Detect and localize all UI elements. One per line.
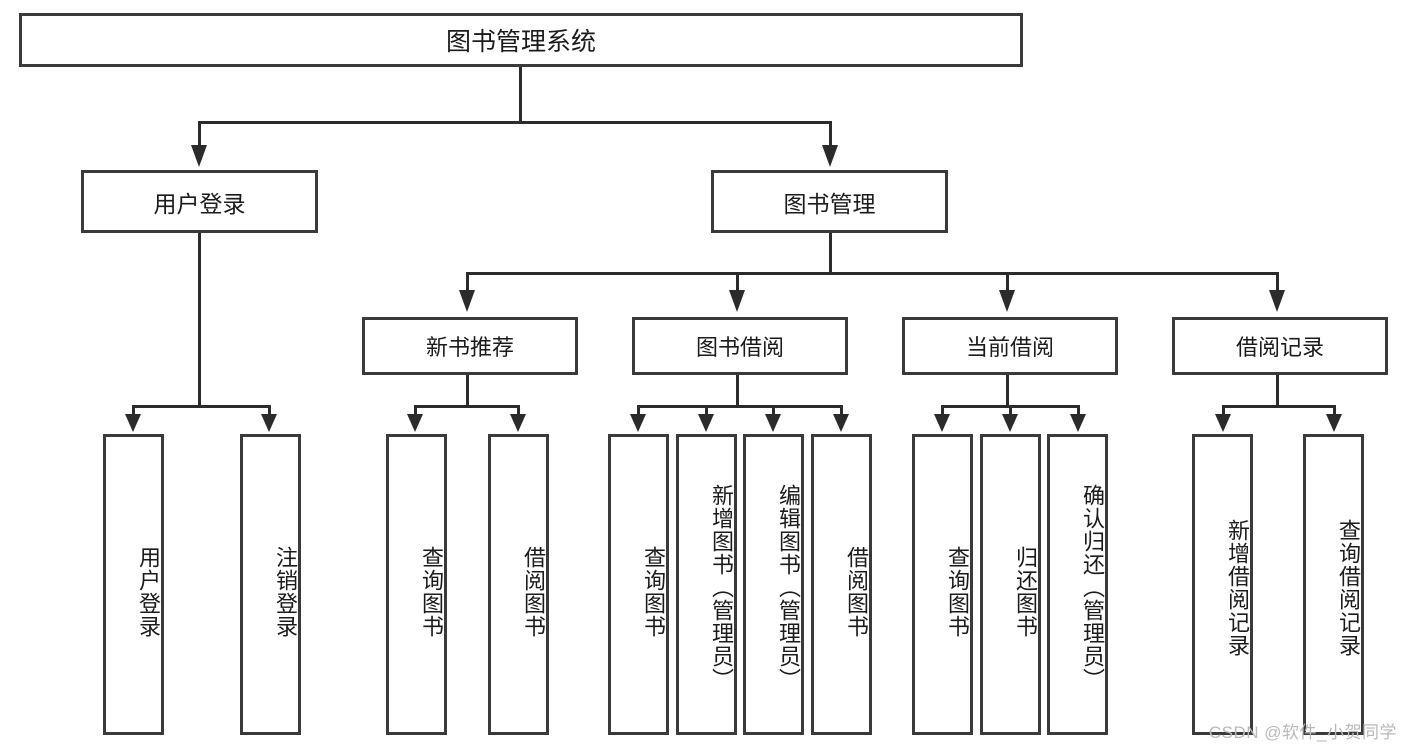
arrow-cb-leaf-2-icon [1002, 414, 1018, 432]
connector-book-manage-stem [829, 233, 832, 272]
connector-to-book-borrow [736, 272, 739, 292]
connector-cb-drop-3 [1077, 405, 1080, 416]
node-root-label: 图书管理系统 [445, 28, 596, 56]
watermark: CSDN @软件_小贺同学 [1208, 723, 1397, 742]
node-root[interactable]: 图书管理系统 [19, 13, 1023, 67]
connector-borrow-record-bus [1222, 405, 1336, 408]
arrow-to-book-borrow-icon [729, 290, 745, 312]
connector-nbr-drop-2 [517, 405, 520, 416]
arrow-user-login-leaf-1-icon [125, 414, 141, 432]
leaf-user-logout[interactable]: 注销登录 [240, 434, 301, 735]
leaf-query-book-3-label: 查询图书 [945, 545, 970, 638]
arrow-to-current-borrow-icon [999, 290, 1015, 312]
connector-nbr-drop-1 [414, 405, 417, 416]
connector-user-login-bus [132, 405, 269, 408]
arrow-bb-leaf-2-icon [698, 414, 714, 432]
connector-user-login-drop-2 [268, 405, 271, 416]
leaf-add-record[interactable]: 新增借阅记录 [1192, 434, 1253, 735]
leaf-query-book-3[interactable]: 查询图书 [912, 434, 973, 735]
connector-user-login-stem [198, 233, 201, 405]
connector-bb-drop-4 [840, 405, 843, 416]
connector-bb-drop-2 [705, 405, 708, 416]
leaf-borrow-book-2-label: 借阅图书 [844, 545, 869, 638]
leaf-borrow-book-1-label: 借阅图书 [521, 545, 546, 638]
connector-br-drop-2 [1333, 405, 1336, 416]
arrow-nbr-leaf-2-icon [510, 414, 526, 432]
leaf-borrow-book-1[interactable]: 借阅图书 [488, 434, 549, 735]
leaf-query-book-2-label: 查询图书 [641, 545, 666, 638]
connector-to-current-borrow [1006, 272, 1009, 292]
connector-bb-drop-3 [772, 405, 775, 416]
leaf-query-record[interactable]: 查询借阅记录 [1303, 434, 1364, 735]
connector-to-borrow-record [1276, 272, 1279, 292]
leaf-add-record-label: 新增借阅记录 [1225, 518, 1250, 657]
leaf-confirm-return[interactable]: 确认归还（管理员） [1047, 434, 1108, 735]
leaf-confirm-return-label: 确认归还（管理员） [1080, 484, 1105, 691]
arrow-cb-leaf-3-icon [1070, 414, 1086, 432]
node-book-borrow[interactable]: 图书借阅 [632, 317, 848, 375]
connector-current-borrow-stem [1006, 375, 1009, 405]
leaf-user-logout-label: 注销登录 [273, 545, 298, 638]
leaf-user-login[interactable]: 用户登录 [103, 434, 164, 735]
arrow-root-to-book-manage-icon [822, 145, 838, 167]
node-user-login-label: 用户登录 [153, 190, 246, 217]
arrow-nbr-leaf-1-icon [407, 414, 423, 432]
connector-root-to-book-manage [829, 121, 832, 147]
arrow-bb-leaf-3-icon [765, 414, 781, 432]
connector-book-borrow-bus [637, 405, 842, 408]
connector-borrow-record-stem [1276, 375, 1279, 405]
node-borrow-record[interactable]: 借阅记录 [1172, 317, 1388, 375]
leaf-borrow-book-2[interactable]: 借阅图书 [811, 434, 872, 735]
connector-root-to-user-login [198, 121, 201, 147]
node-user-login[interactable]: 用户登录 [81, 170, 318, 233]
arrow-br-leaf-2-icon [1326, 414, 1342, 432]
arrow-br-leaf-1-icon [1215, 414, 1231, 432]
leaf-query-book-2[interactable]: 查询图书 [608, 434, 669, 735]
leaf-return-book-label: 归还图书 [1013, 545, 1038, 638]
connector-bb-drop-1 [637, 405, 640, 416]
arrow-to-new-book-recommend-icon [459, 290, 475, 312]
node-current-borrow[interactable]: 当前借阅 [902, 317, 1118, 375]
leaf-query-book-1-label: 查询图书 [419, 545, 444, 638]
leaf-query-book-1[interactable]: 查询图书 [386, 434, 447, 735]
connector-root-stem [519, 67, 522, 121]
node-book-borrow-label: 图书借阅 [695, 335, 784, 360]
connector-cb-drop-2 [1009, 405, 1012, 416]
arrow-user-login-leaf-2-icon [261, 414, 277, 432]
node-book-manage[interactable]: 图书管理 [711, 170, 948, 233]
connector-br-drop-1 [1222, 405, 1225, 416]
node-borrow-record-label: 借阅记录 [1235, 335, 1324, 360]
arrow-bb-leaf-1-icon [630, 414, 646, 432]
connector-to-new-book-recommend [466, 272, 469, 292]
connector-cb-drop-1 [941, 405, 944, 416]
leaf-return-book[interactable]: 归还图书 [980, 434, 1041, 735]
leaf-edit-book[interactable]: 编辑图书（管理员） [743, 434, 804, 735]
leaf-query-record-label: 查询借阅记录 [1336, 518, 1361, 657]
node-current-borrow-label: 当前借阅 [965, 335, 1054, 360]
connector-book-manage-bus [466, 272, 1279, 275]
node-new-book-recommend-label: 新书推荐 [425, 335, 514, 360]
node-new-book-recommend[interactable]: 新书推荐 [362, 317, 578, 375]
leaf-edit-book-label: 编辑图书（管理员） [776, 484, 801, 691]
arrow-cb-leaf-1-icon [934, 414, 950, 432]
arrow-bb-leaf-4-icon [833, 414, 849, 432]
connector-new-book-recommend-stem [466, 375, 469, 405]
arrow-to-borrow-record-icon [1269, 290, 1285, 312]
connector-user-login-drop-1 [132, 405, 135, 416]
connector-book-borrow-stem [736, 375, 739, 405]
connector-new-book-recommend-bus [414, 405, 520, 408]
leaf-user-login-label: 用户登录 [136, 545, 161, 638]
arrow-root-to-user-login-icon [191, 145, 207, 167]
connector-root-bus [198, 121, 831, 124]
node-book-manage-label: 图书管理 [783, 190, 876, 217]
leaf-add-book[interactable]: 新增图书（管理员） [676, 434, 737, 735]
leaf-add-book-label: 新增图书（管理员） [709, 484, 734, 691]
